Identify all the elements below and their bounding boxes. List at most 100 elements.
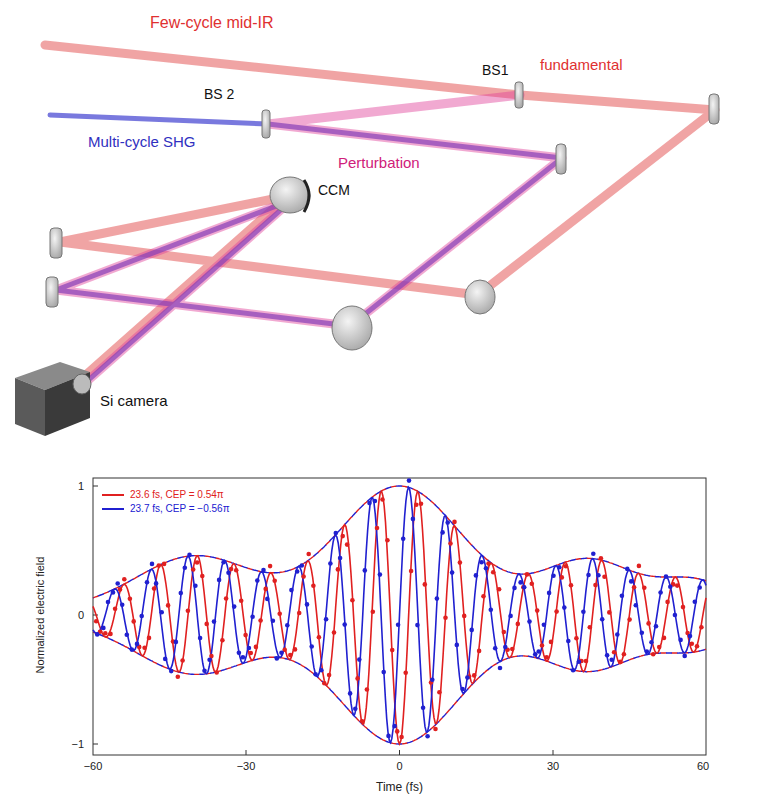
data-point [399, 735, 404, 740]
data-point [293, 647, 298, 652]
data-point [275, 656, 280, 661]
data-point [649, 640, 654, 645]
data-point [525, 572, 530, 577]
data-point [584, 659, 589, 664]
data-point [174, 640, 179, 645]
data-point [465, 675, 470, 680]
data-point [324, 617, 329, 622]
data-point [154, 581, 159, 586]
data-point [651, 652, 656, 657]
data-point [115, 581, 120, 586]
data-point [622, 652, 627, 657]
data-point [609, 657, 614, 662]
data-point [373, 499, 378, 504]
data-point [678, 638, 683, 643]
data-point [542, 622, 547, 627]
mirror [709, 94, 719, 124]
data-point [187, 553, 192, 558]
data-point [380, 497, 385, 502]
data-point [512, 586, 517, 591]
data-point [521, 585, 526, 590]
data-point [371, 610, 376, 615]
data-point [295, 569, 300, 574]
data-point [433, 727, 438, 732]
data-point [569, 583, 574, 588]
data-point [479, 560, 484, 565]
data-point [629, 579, 634, 584]
data-point [169, 669, 174, 674]
data-point [334, 531, 339, 536]
data-point [179, 591, 184, 596]
data-point [411, 517, 416, 522]
data-point [220, 638, 225, 643]
data-point [113, 607, 118, 612]
legend-entry: 23.6 fs, CEP = 0.54π [130, 489, 224, 501]
data-point [340, 534, 345, 539]
data-point [272, 578, 277, 583]
data-point [163, 657, 168, 662]
beam-splitter [262, 110, 270, 138]
data-point [646, 621, 651, 626]
data-point [516, 622, 521, 627]
beams [45, 45, 715, 384]
data-point [198, 636, 203, 641]
data-point [360, 719, 365, 724]
data-point [673, 613, 678, 618]
data-point [288, 653, 293, 658]
mirror [50, 228, 62, 258]
data-point [642, 586, 647, 591]
data-point [605, 653, 610, 658]
data-point [265, 597, 270, 602]
component-label: Si camera [100, 392, 168, 409]
data-point [263, 587, 268, 592]
data-point [607, 610, 612, 615]
data-point [640, 630, 645, 635]
envelope-line [93, 486, 706, 598]
data-point [311, 583, 316, 588]
data-point [191, 567, 196, 572]
data-point [385, 538, 390, 543]
data-point [306, 552, 311, 557]
data-point [103, 631, 108, 636]
camera [15, 362, 91, 436]
mirror [556, 144, 566, 174]
data-point [493, 646, 498, 651]
plot-curves [93, 478, 706, 744]
data-point [353, 707, 358, 712]
data-point [654, 624, 659, 629]
tick-label: −30 [237, 760, 256, 773]
data-point [214, 670, 219, 675]
data-point [474, 573, 479, 578]
data-point [94, 619, 99, 624]
mirrors [46, 82, 719, 350]
data-point [445, 520, 450, 525]
concave-mirror-edge [304, 180, 309, 212]
data-point [574, 636, 579, 641]
data-point [250, 615, 255, 620]
data-point [157, 563, 162, 568]
data-point [658, 590, 663, 595]
data-point [128, 597, 133, 602]
data-point [180, 658, 185, 663]
data-point [186, 609, 191, 614]
data-point [625, 567, 630, 572]
data-point [106, 600, 111, 605]
data-point [688, 634, 693, 639]
data-point [375, 526, 380, 531]
data-point [322, 681, 327, 686]
data-point [502, 630, 507, 635]
data-point [279, 650, 284, 655]
data-point [527, 619, 532, 624]
data-point [682, 654, 687, 659]
data-point [139, 614, 144, 619]
data-point [229, 567, 234, 572]
tick-label: 0 [396, 760, 402, 773]
data-point [355, 676, 360, 681]
data-point [535, 608, 540, 613]
data-point [600, 617, 605, 622]
data-point [120, 603, 125, 608]
data-point [350, 598, 355, 603]
data-point [212, 619, 217, 624]
data-point [657, 645, 662, 650]
data-point [571, 668, 576, 673]
